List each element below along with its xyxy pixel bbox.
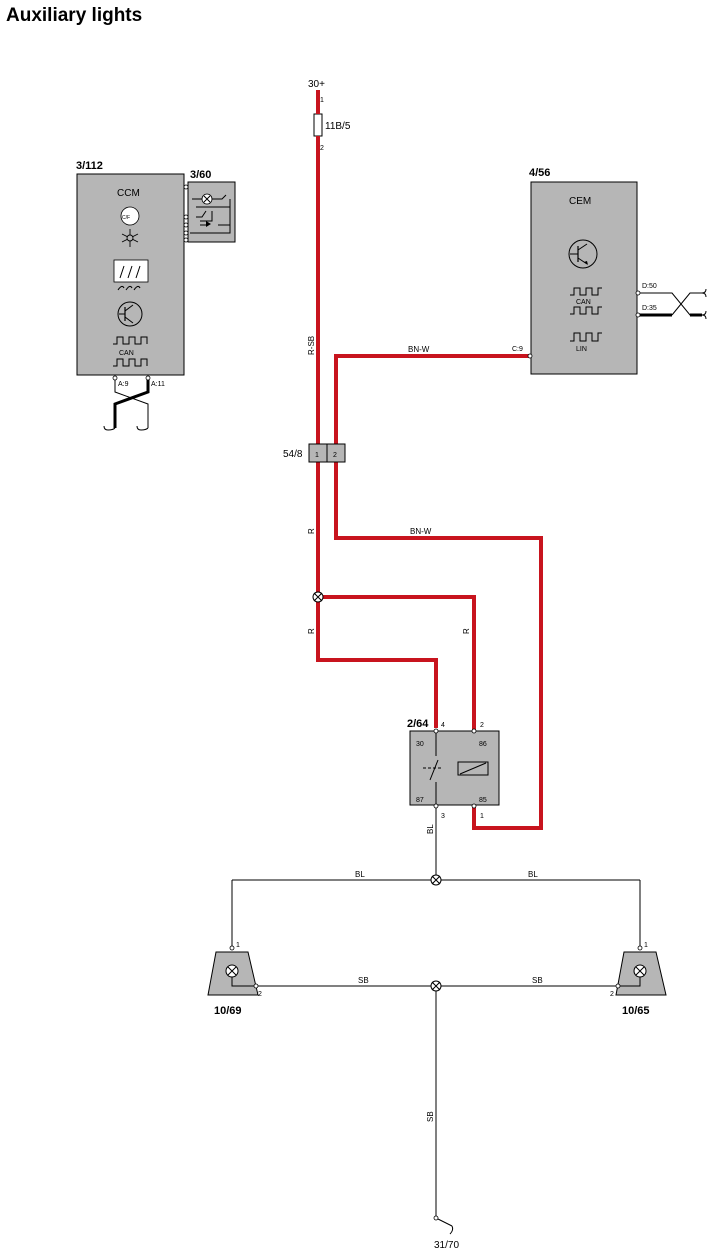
fuse-pin-2: 2 [320,145,324,152]
cem-can-label: CAN [576,299,591,306]
wire-label-bl-vertical: BL [426,824,435,834]
lamp-right-pin-1: 1 [644,942,648,949]
wire-label-bn-w-top: BN-W [408,345,430,354]
heater-icon [113,259,149,291]
ccm-can-label: CAN [119,350,134,357]
relay-switch-icon [423,733,489,804]
ac-snowflake-icon [121,229,139,247]
fuse-label: 11B/5 [325,121,351,132]
wire-label-bl-right: BL [528,870,538,879]
ccm-module: 3/112 CCM C/F CAN [76,160,185,431]
switch-panel-ref: 3/60 [190,169,211,181]
wire-label-r-sb: R-SB [307,336,316,355]
relay-pin-1: 1 [480,813,484,820]
fuse-pin-1: 1 [320,97,324,104]
connector-ref: 54/8 [283,449,303,460]
ccm-pin-a9: A:9 [118,381,129,388]
wire-label-r-3: R [462,628,471,634]
svg-text:C/F: C/F [122,215,130,221]
cem-pin-c9: C:9 [512,346,523,353]
cem-transistor-icon [568,239,598,269]
lamp-left-pin-1: 1 [236,942,240,949]
wire-bn-w [334,354,543,830]
lamp-left-ref: 10/69 [214,1005,242,1017]
relay-terminal-86: 86 [479,741,487,748]
splice-junction-r [312,591,324,603]
connector-54-8: 54/8 1 2 [283,443,346,463]
wire-r-relay-86 [318,595,476,740]
relay-terminal-87: 87 [416,797,424,804]
transistor-icon [117,301,143,327]
lamp-right-pin-2: 2 [610,991,614,998]
cem-can-icon: CAN [570,287,602,315]
diagram-title: Auxiliary lights [6,5,142,26]
wire-label-bl-left: BL [355,870,365,879]
switch-panel-module: 3/60 [183,169,236,243]
lamp-10-69: 1 2 10/69 [207,942,262,1017]
cem-ref: 4/56 [529,167,550,179]
relay-pin-4: 4 [441,722,445,729]
wire-label-r-2: R [307,628,316,634]
can-bus-icon: CAN [113,336,148,367]
ground-symbol-icon [437,1218,454,1235]
relay-2-64: 2/64 4 2 30 86 87 85 3 1 [407,718,500,820]
wire-label-sb-right: SB [532,976,543,985]
switch-lamp-icon [190,193,231,234]
lamp-right-ref: 10/65 [622,1005,650,1017]
temperature-icon [120,206,140,226]
switch-panel-box [187,181,236,243]
ccm-pin-a11: A:11 [151,381,165,388]
wire-label-bn-w-mid: BN-W [410,527,432,536]
lamp-left-pin-2: 2 [258,991,262,998]
cem-module: 4/56 CEM CAN LIN C:9 D:50 D:35 [512,167,707,375]
cem-pin-d50: D:50 [642,283,657,290]
ccm-ref: 3/112 [76,160,103,172]
cem-box [530,181,638,375]
wire-label-sb-left: SB [358,976,369,985]
cem-lin-label: LIN [576,346,587,353]
cem-pin-d35: D:35 [642,305,657,312]
relay-terminal-30: 30 [416,741,424,748]
relay-pin-2: 2 [480,722,484,729]
wire-r-sb-main [316,90,438,728]
sb-ground-wires: SB SB SB 31/70 [258,976,616,1251]
ground-ref: 31/70 [434,1240,459,1251]
cem-name: CEM [569,196,591,207]
bl-wires: BL BL BL [231,808,641,946]
cem-lin-icon: LIN [570,332,602,353]
connector-pin-1: 1 [315,452,319,459]
relay-terminal-85: 85 [479,797,487,804]
fuse-body [313,113,323,137]
relay-ref: 2/64 [407,718,429,730]
wire-label-r-1: R [307,528,316,534]
ccm-name: CCM [117,188,140,199]
lamp-10-65: 1 2 10/65 [610,942,667,1017]
wire-label-sb-vertical: SB [426,1111,435,1122]
powered-wires [316,90,543,830]
supply-30-plus: 30+ 1 [308,79,325,104]
supply-label: 30+ [308,79,325,90]
relay-pin-3: 3 [441,813,445,820]
connector-pin-2: 2 [333,452,337,459]
